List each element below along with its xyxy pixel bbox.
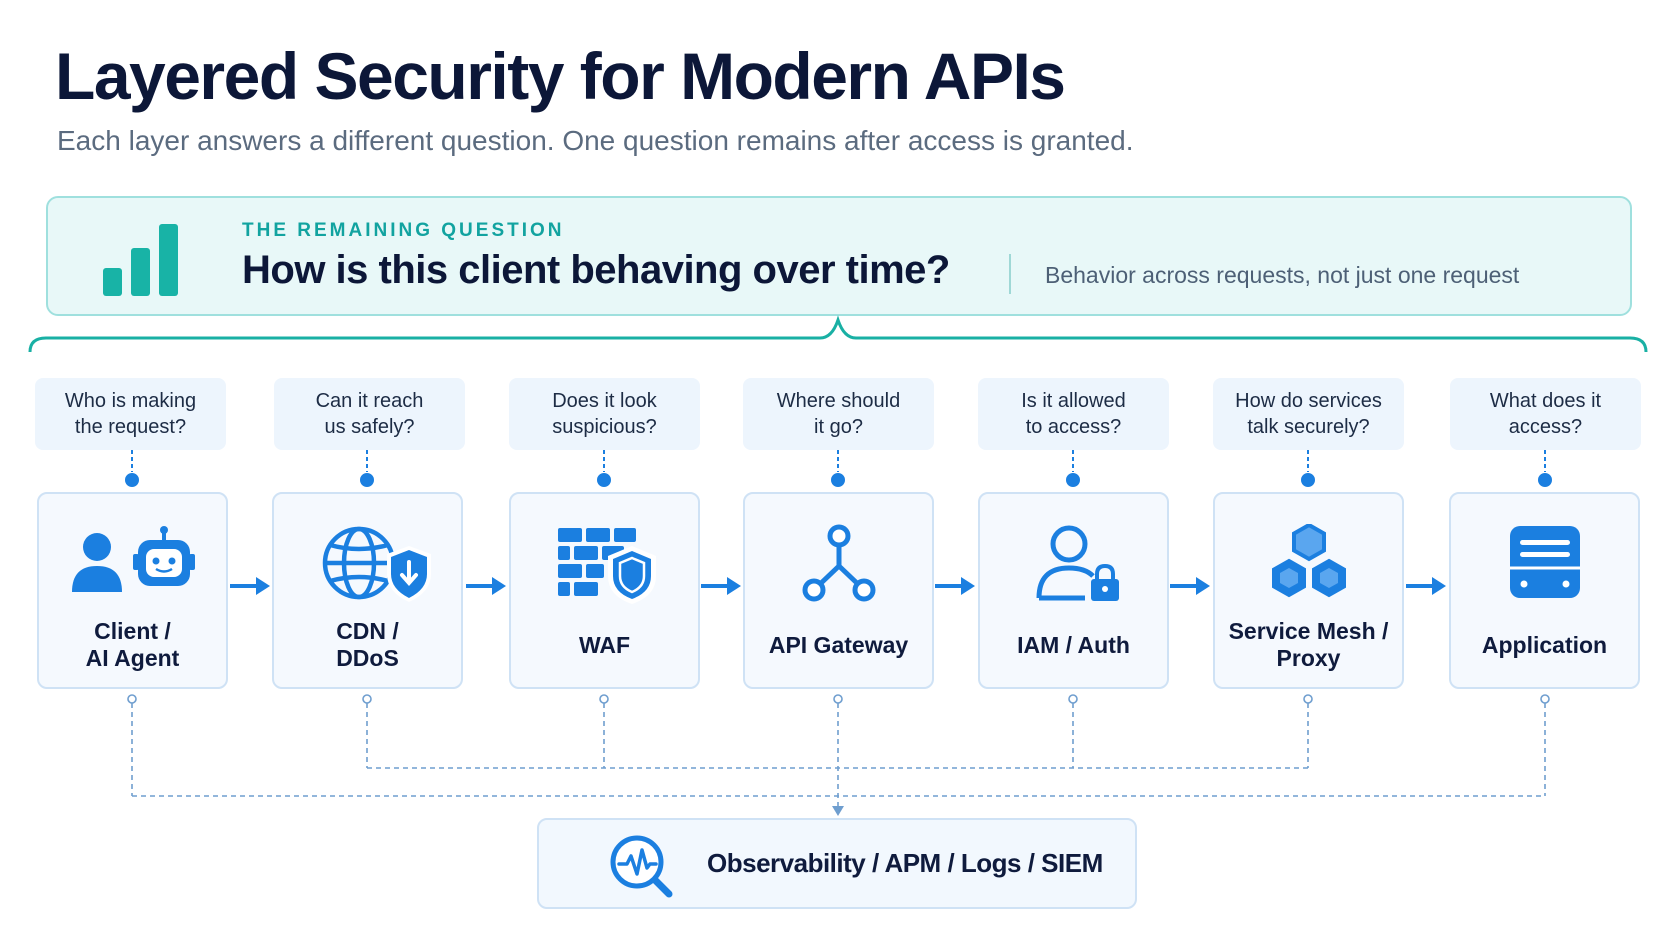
question-box-cdn: Can it reach us safely? (274, 378, 465, 450)
page-title: Layered Security for Modern APIs (55, 39, 1066, 113)
question-text: Is it allowed (1021, 390, 1126, 412)
layer-card-application[interactable]: Application (1449, 492, 1640, 689)
question-text: to access? (1025, 416, 1122, 438)
layer-label: Service Mesh /Proxy (1228, 618, 1389, 671)
question-text: us safely? (324, 416, 415, 438)
hexagon-mesh-icon (1271, 524, 1346, 598)
layer-label: API Gateway (768, 631, 909, 658)
layer-label: Client /AI Agent (85, 618, 180, 671)
firewall-shield-icon (557, 528, 656, 604)
page-subtitle: Each layer answers a different question.… (57, 125, 1134, 156)
layer-label: CDN /DDoS (336, 618, 399, 671)
question-text: suspicious? (552, 416, 657, 438)
globe-shield-icon (322, 526, 431, 602)
layer-card-cdn[interactable]: CDN /DDoS (272, 492, 463, 689)
observability-label: Observability / APM / Logs / SIEM (707, 848, 1103, 878)
remaining-question-banner: THE REMAINING QUESTION How is this clien… (46, 196, 1632, 316)
banner-note: Behavior across requests, not just one r… (1045, 262, 1520, 288)
question-text: How do services (1235, 390, 1382, 412)
question-text: it go? (814, 416, 863, 438)
layer-label: IAM / Auth (1017, 631, 1130, 658)
server-icon (1509, 526, 1580, 598)
question-text: What does it (1489, 390, 1602, 412)
banner-divider (1009, 254, 1011, 294)
user-lock-icon (1036, 525, 1119, 601)
layer-card-waf[interactable]: WAF (509, 492, 700, 689)
question-text: Where should (776, 390, 901, 412)
question-text: Can it reach (315, 390, 424, 412)
question-box-mesh: How do services talk securely? (1213, 378, 1404, 450)
question-box-waf: Does it look suspicious? (509, 378, 700, 450)
banner-eyebrow: THE REMAINING QUESTION (242, 220, 565, 241)
layer-card-iam[interactable]: IAM / Auth (978, 492, 1169, 689)
question-box-application: What does it access? (1450, 378, 1641, 450)
question-text: talk securely? (1247, 416, 1370, 438)
observability-box[interactable]: Observability / APM / Logs / SIEM (537, 818, 1137, 909)
layer-label: Application (1481, 631, 1608, 658)
user-robot-icon (71, 526, 195, 592)
gateway-routing-icon (802, 524, 875, 602)
question-text: the request? (74, 416, 187, 438)
question-box-gateway: Where should it go? (743, 378, 934, 450)
magnifier-pulse-icon (610, 835, 673, 898)
layer-card-client[interactable]: Client /AI Agent (37, 492, 228, 689)
question-box-client: Who is making the request? (35, 378, 226, 450)
question-text: Does it look (552, 390, 657, 412)
layer-card-gateway[interactable]: API Gateway (743, 492, 934, 689)
banner-question: How is this client behaving over time? (242, 248, 950, 292)
question-box-iam: Is it allowed to access? (978, 378, 1169, 450)
question-text: access? (1508, 416, 1583, 438)
bar-chart-icon (103, 224, 178, 296)
layer-card-mesh[interactable]: Service Mesh /Proxy (1213, 492, 1404, 689)
layer-label: WAF (578, 631, 631, 658)
question-text: Who is making (64, 390, 197, 412)
